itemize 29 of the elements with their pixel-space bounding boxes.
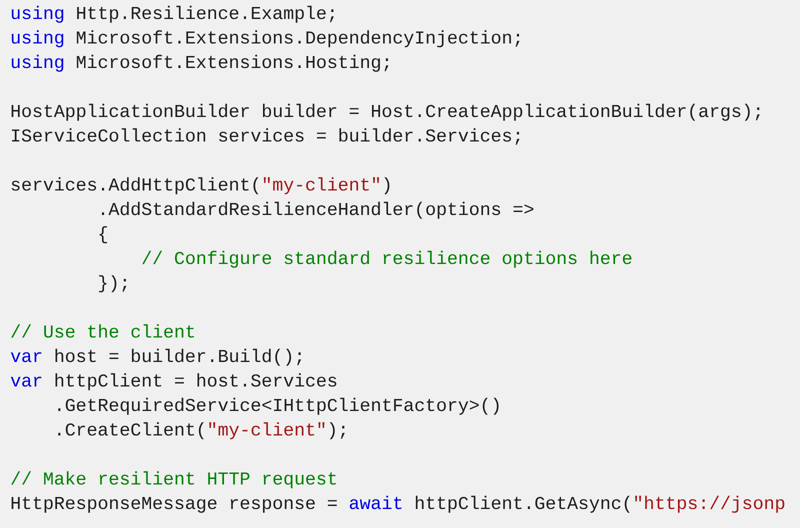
code-text: .GetRequiredService<IHttpClientFactory>()	[58, 398, 499, 415]
code-string: "https://jsonp	[635, 496, 784, 513]
code-text: HostApplicationBuilder builder = Host.CreateApplicationBuilder(args);	[12, 104, 760, 121]
code-text: );	[330, 422, 345, 440]
code-text: httpClient.GetAsync(	[416, 496, 630, 513]
code-text: .AddStandardResilienceHandler(options =>	[102, 202, 534, 219]
code-text: httpClient = host.Services	[56, 373, 336, 390]
code-text: Microsoft.Extensions.DependencyInjection;	[76, 30, 520, 48]
code-keyword: var	[10, 376, 42, 387]
code-keyword: var	[10, 352, 42, 362]
code-text: services.AddHttpClient(	[12, 177, 258, 194]
code-text: Http.Resilience.Example;	[77, 6, 334, 23]
code-keyword: await	[350, 496, 402, 510]
code-text: .CreateClient(	[58, 422, 204, 440]
code-string: "my-client"	[264, 177, 379, 194]
code-text: )	[384, 177, 390, 194]
code-keyword: using	[12, 6, 64, 23]
code-string: "my-client"	[209, 422, 324, 440]
code-comment: // Make resilient HTTP request	[11, 471, 336, 488]
code-keyword: using	[12, 54, 64, 72]
code-text: HttpResponseMessage response =	[12, 496, 337, 513]
code-text: host = builder.Build();	[56, 348, 302, 366]
code-keyword: using	[12, 30, 64, 48]
code-text: {	[100, 226, 107, 244]
code-comment: // Use the client	[11, 324, 194, 338]
code-text: IServiceCollection services = builder.Services;	[12, 128, 520, 145]
code-text: Microsoft.Extensions.Hosting;	[76, 54, 388, 72]
code-text: });	[99, 275, 126, 292]
code-comment: // Configure standard resilience options here	[142, 250, 632, 268]
